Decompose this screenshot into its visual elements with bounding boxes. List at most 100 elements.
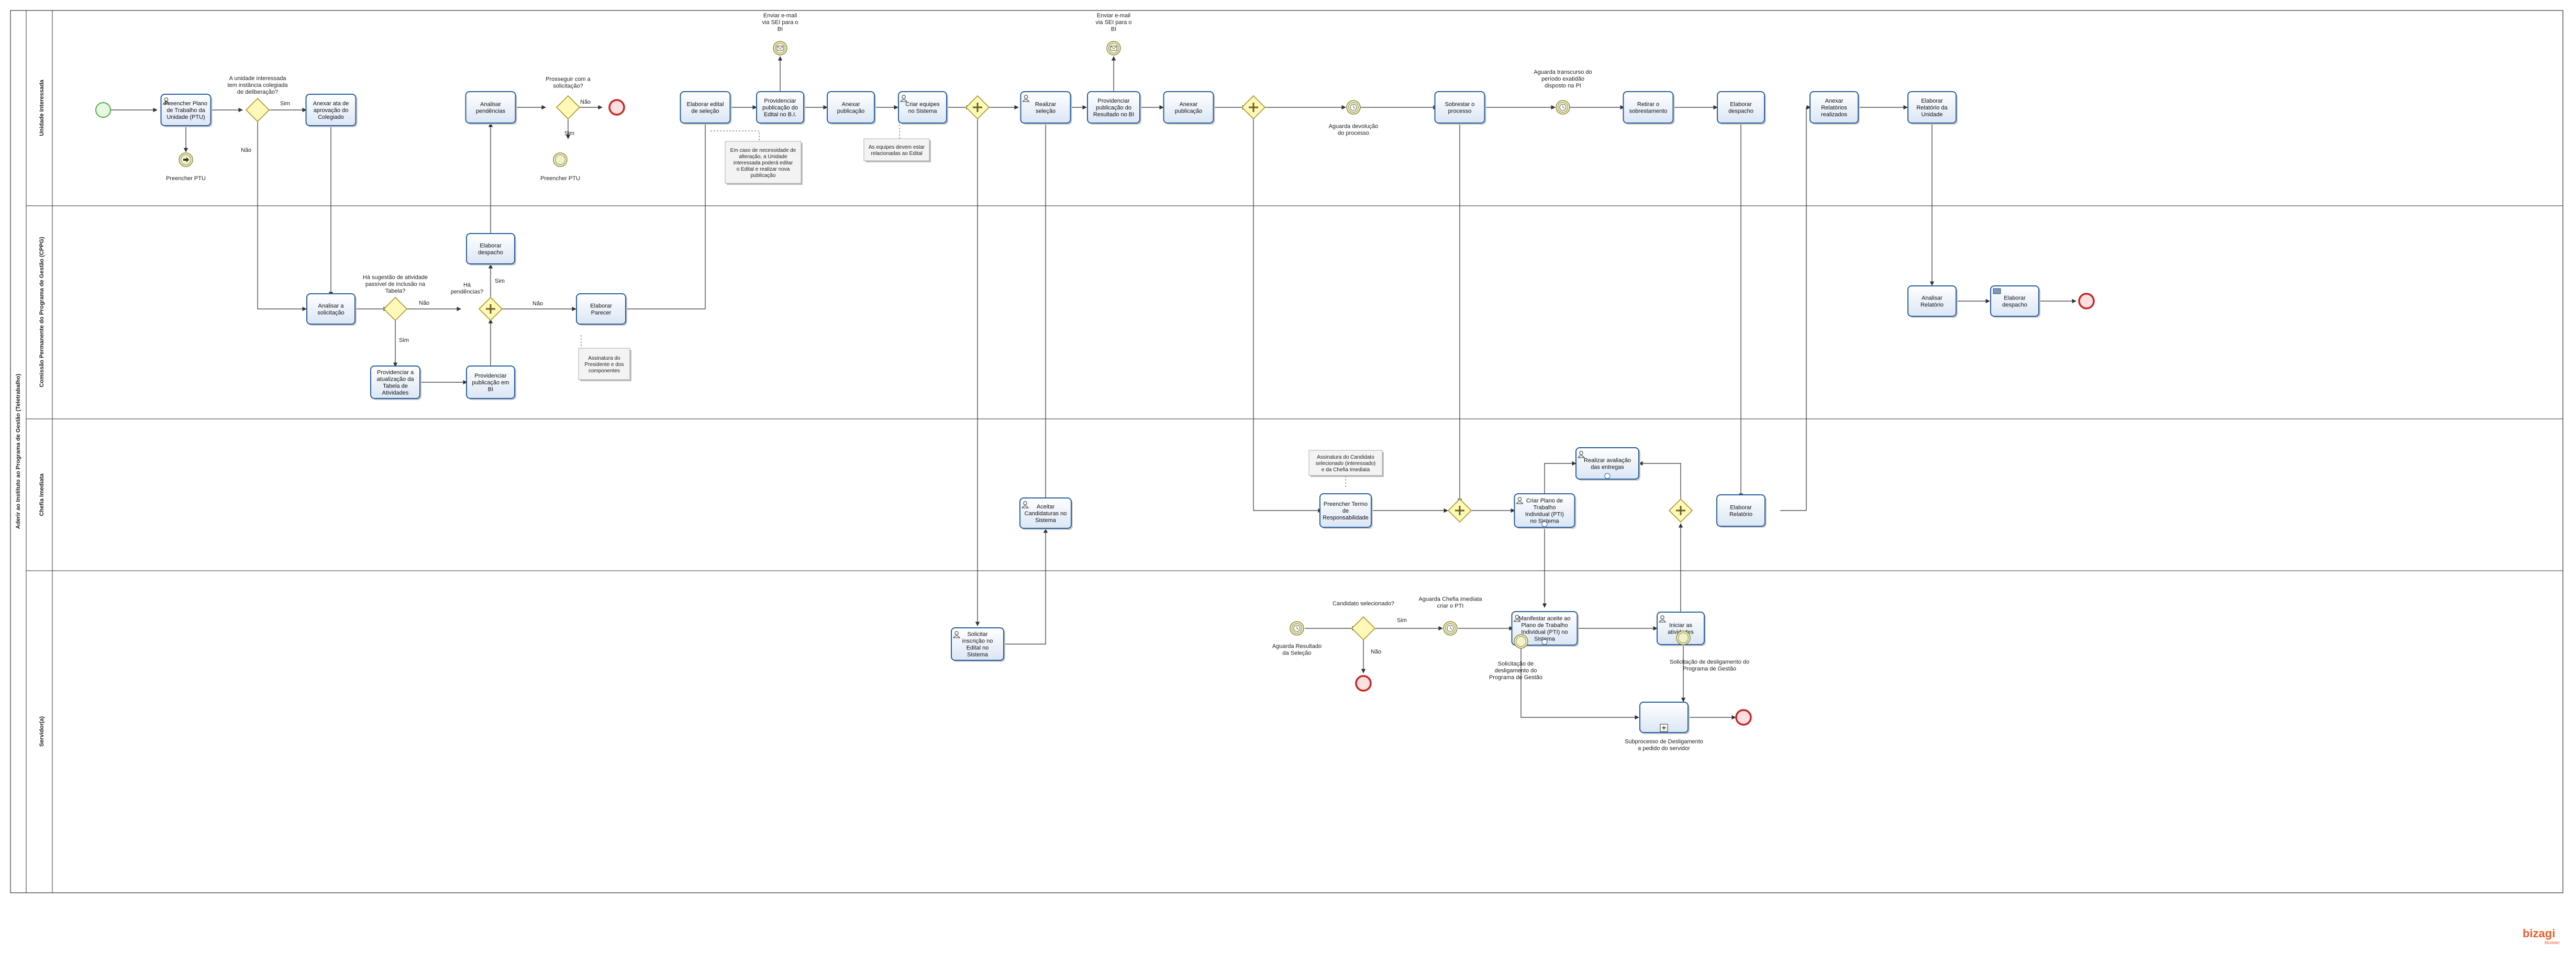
gateway-g6[interactable] — [965, 95, 990, 120]
task-t31[interactable] — [1639, 702, 1690, 734]
loop-icon — [1541, 521, 1548, 527]
event-label: Preencher PTU — [540, 175, 580, 182]
task-box — [1623, 91, 1674, 124]
end-event[interactable] — [2078, 293, 2095, 309]
start-event[interactable] — [95, 102, 111, 118]
end-event[interactable] — [1355, 675, 1372, 692]
end-event[interactable] — [1735, 709, 1752, 726]
gateway-g7[interactable] — [1241, 95, 1266, 120]
gateway-g8[interactable] — [1447, 498, 1472, 523]
loop-icon — [1541, 639, 1548, 645]
annotation-box — [725, 141, 802, 184]
task-box — [1434, 91, 1485, 124]
parallel-marker — [973, 103, 982, 112]
end-event-icon — [1735, 709, 1752, 726]
gateway-g9[interactable] — [1668, 498, 1693, 523]
parallel-marker — [1455, 506, 1464, 515]
flow-labels: Sim Não Não Sim Não Sim Sim Não Sim Não — [241, 99, 1407, 655]
logo-subtext: Modeler — [2545, 940, 2560, 945]
gateway-diamond — [383, 296, 408, 322]
task-box — [1020, 91, 1071, 124]
task-box — [1087, 91, 1140, 124]
task-box — [1575, 447, 1639, 480]
task-box — [1163, 91, 1214, 124]
lane-label-comissao: Comissão Permanente do Programa de Gestã… — [39, 237, 45, 387]
event-e2[interactable]: Preencher PTU — [540, 152, 580, 182]
flow-label: Sim — [1397, 617, 1407, 624]
user-icon — [1658, 615, 1667, 623]
end-event[interactable] — [608, 99, 625, 116]
task-box — [898, 91, 947, 124]
task-box — [951, 627, 1004, 661]
event-e1[interactable]: Preencher PTU — [166, 152, 206, 182]
start-event-icon — [95, 102, 111, 118]
task-box — [466, 365, 515, 399]
annotation-box — [1308, 450, 1383, 476]
task-box — [576, 293, 626, 325]
user-icon — [162, 97, 170, 105]
task-box — [756, 91, 804, 124]
gateway-g5[interactable]: Candidato selecionado? — [1333, 601, 1394, 641]
event-label: Preencher PTU — [166, 175, 206, 182]
task-box — [680, 91, 731, 124]
